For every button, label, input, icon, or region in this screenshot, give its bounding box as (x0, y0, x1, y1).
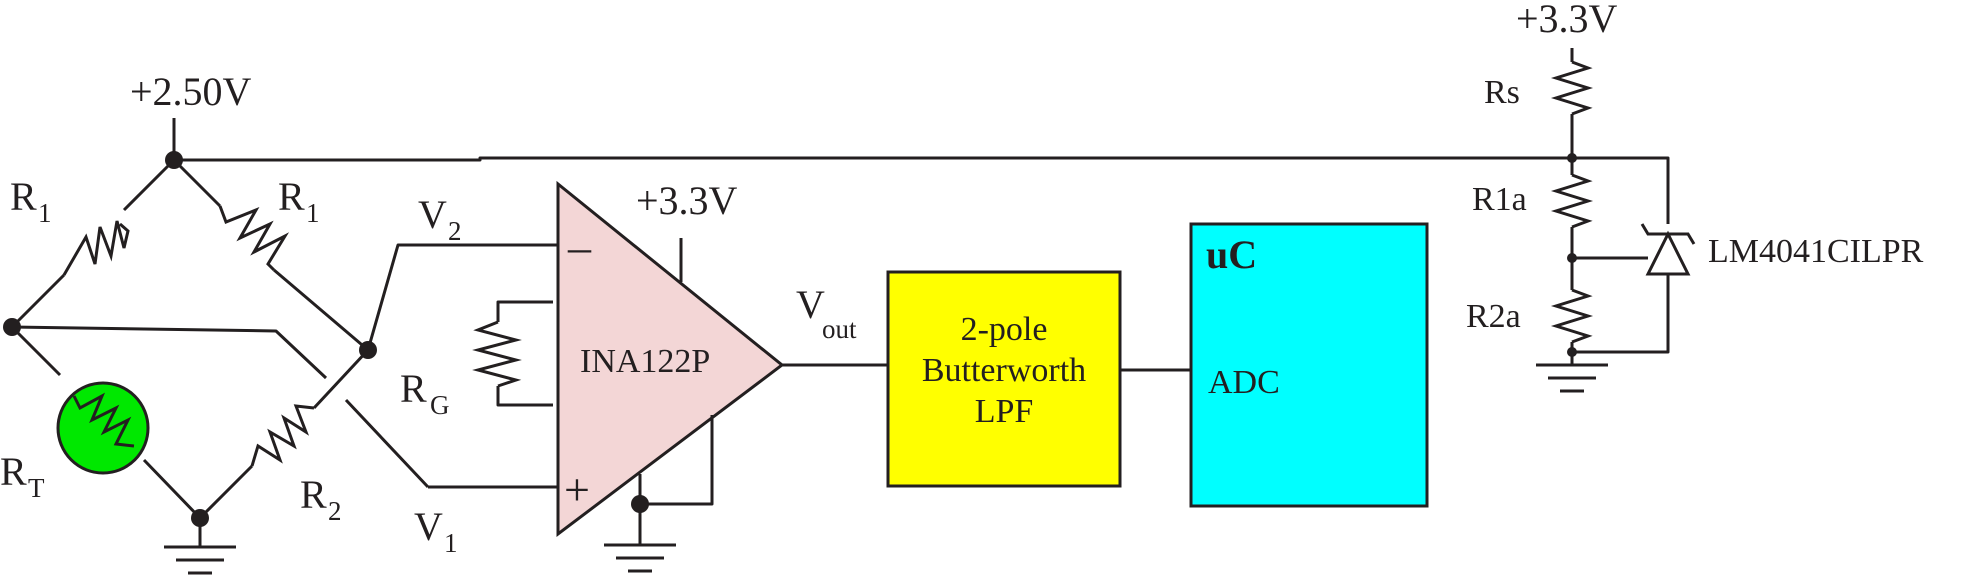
amp-plus-sign: + (564, 464, 590, 515)
ref-supply-label: +3.3V (1516, 0, 1618, 41)
resistor-rs (1550, 60, 1594, 116)
mcu-title: uC (1206, 232, 1257, 277)
rs-label: Rs (1484, 74, 1520, 111)
lpf-line1: 2-pole (961, 311, 1048, 348)
r1-right-sub: 1 (306, 198, 320, 228)
bridge-diagonal-wire-cont (344, 398, 430, 489)
node-dot (165, 151, 183, 169)
rg-sub: G (430, 390, 450, 420)
instrumentation-amplifier (556, 180, 785, 538)
bridge-wire (172, 158, 222, 208)
bridge-wire (10, 325, 62, 377)
rg-label: R (400, 366, 427, 411)
reference-rail-wire (174, 156, 1668, 162)
resistor-r2a (1550, 288, 1594, 344)
node-dot (631, 495, 649, 513)
ground-icon (164, 545, 236, 575)
ground-icon (604, 543, 676, 573)
bridge-wire (273, 268, 369, 352)
r1-left-sub: 1 (38, 198, 52, 228)
resistor-rg (472, 320, 522, 388)
bridge-wire (312, 348, 370, 410)
zener-cathode-wire (1572, 156, 1670, 224)
bridge-wire (122, 158, 176, 212)
amp-supply-label: +3.3V (636, 178, 738, 223)
rt-label: R (0, 449, 27, 494)
zener-anode-wire (1572, 274, 1670, 354)
rg-wire (496, 386, 553, 407)
v2-label: V (418, 192, 447, 237)
microcontroller-block (1189, 222, 1429, 508)
rg-wire (496, 300, 553, 322)
adc-label: ADC (1208, 364, 1280, 401)
node-dot (3, 318, 21, 336)
vout-sub: out (822, 314, 857, 344)
rtd-sensor-icon (56, 381, 150, 475)
bridge-diagonal-wire (11, 325, 328, 380)
zener-label: LM4041CILPR (1708, 233, 1924, 270)
r1-right-label: R (278, 174, 305, 219)
v2-sub: 2 (448, 216, 462, 246)
bridge-wire (142, 458, 202, 520)
r2a-label: R2a (1466, 298, 1521, 335)
bridge-wire (10, 273, 66, 329)
lpf-filter-block (886, 270, 1122, 488)
rt-sub: T (28, 473, 45, 503)
ground-icon (1536, 363, 1608, 393)
bridge-wire (198, 464, 254, 520)
zener-diode-icon (1640, 223, 1696, 276)
vout-label: V (796, 282, 825, 327)
v1-sub: 1 (444, 528, 458, 558)
resistor-rt (72, 392, 135, 448)
v1-label: V (414, 504, 443, 549)
resistor-r1a (1550, 173, 1594, 229)
amp-minus-sign: – (567, 221, 592, 272)
amp-ref-wire (638, 415, 714, 506)
r2-sub: 2 (328, 496, 342, 526)
v2-wire (366, 243, 558, 351)
resistor-r2 (250, 404, 315, 467)
r1a-label: R1a (1472, 181, 1527, 218)
r1-left-label: R (10, 174, 37, 219)
lpf-line2: Butterworth (922, 352, 1086, 389)
resistor-r1-left (62, 220, 130, 276)
resistor-r1-right (218, 205, 290, 272)
r2-label: R (300, 472, 327, 517)
amp-name-label: INA122P (580, 343, 710, 380)
bridge-supply-label: +2.50V (130, 69, 252, 114)
lpf-line3: LPF (975, 393, 1034, 430)
